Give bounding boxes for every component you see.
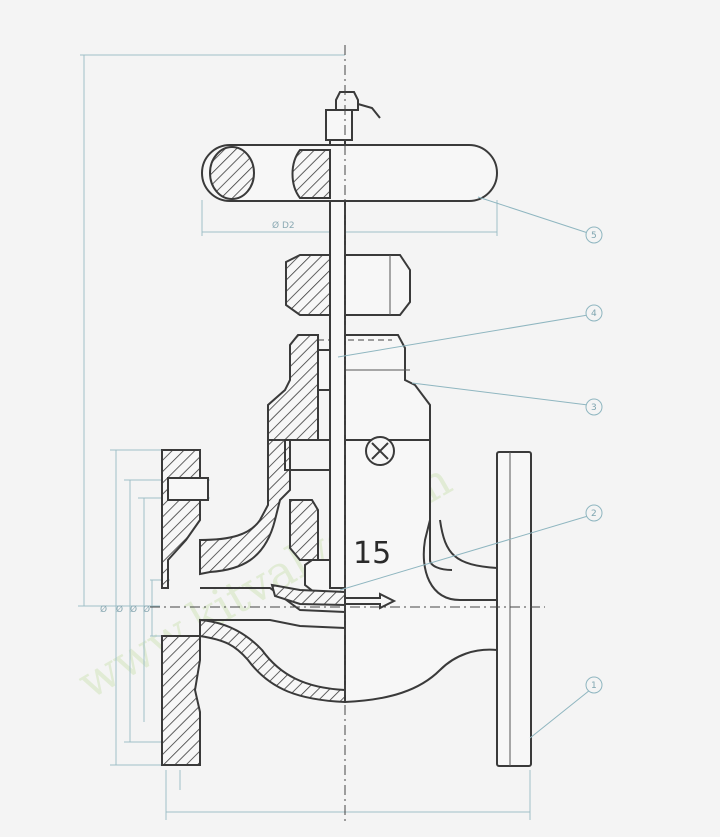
screw-icon bbox=[365, 436, 395, 466]
balloon-label-b2: 4 bbox=[591, 309, 597, 319]
svg-text:Ø: Ø bbox=[130, 604, 137, 615]
balloon-b4 bbox=[585, 504, 603, 522]
balloon-b3 bbox=[585, 398, 603, 416]
handwheel bbox=[201, 91, 498, 202]
height-dimension bbox=[78, 54, 345, 607]
balloon-b1 bbox=[585, 226, 603, 244]
svg-text:Ø: Ø bbox=[100, 604, 107, 615]
balloon-label-b5: 1 bbox=[591, 681, 597, 691]
balloon-label-b1: 5 bbox=[591, 231, 597, 241]
flow-arrow-icon bbox=[345, 592, 397, 610]
svg-text:Ø: Ø bbox=[116, 604, 123, 615]
length-dimension bbox=[165, 770, 531, 820]
bonnet bbox=[267, 334, 431, 471]
valve-body bbox=[199, 399, 498, 704]
gland-nut bbox=[285, 254, 411, 341]
handwheel-dim-label: Ø D2 bbox=[272, 220, 295, 231]
balloon-label-b4: 2 bbox=[591, 509, 597, 519]
left-flange bbox=[161, 449, 209, 766]
handwheel-dimension: Ø D2 bbox=[201, 200, 498, 236]
balloon-label-b3: 3 bbox=[591, 403, 597, 413]
balloon-b2 bbox=[585, 304, 603, 322]
svg-text:Ø: Ø bbox=[143, 604, 150, 615]
part-balloons: 5 4 3 2 1 bbox=[337, 196, 603, 739]
right-flange bbox=[496, 451, 532, 767]
size-label: 15 bbox=[353, 536, 391, 571]
balloon-b5 bbox=[585, 676, 603, 694]
